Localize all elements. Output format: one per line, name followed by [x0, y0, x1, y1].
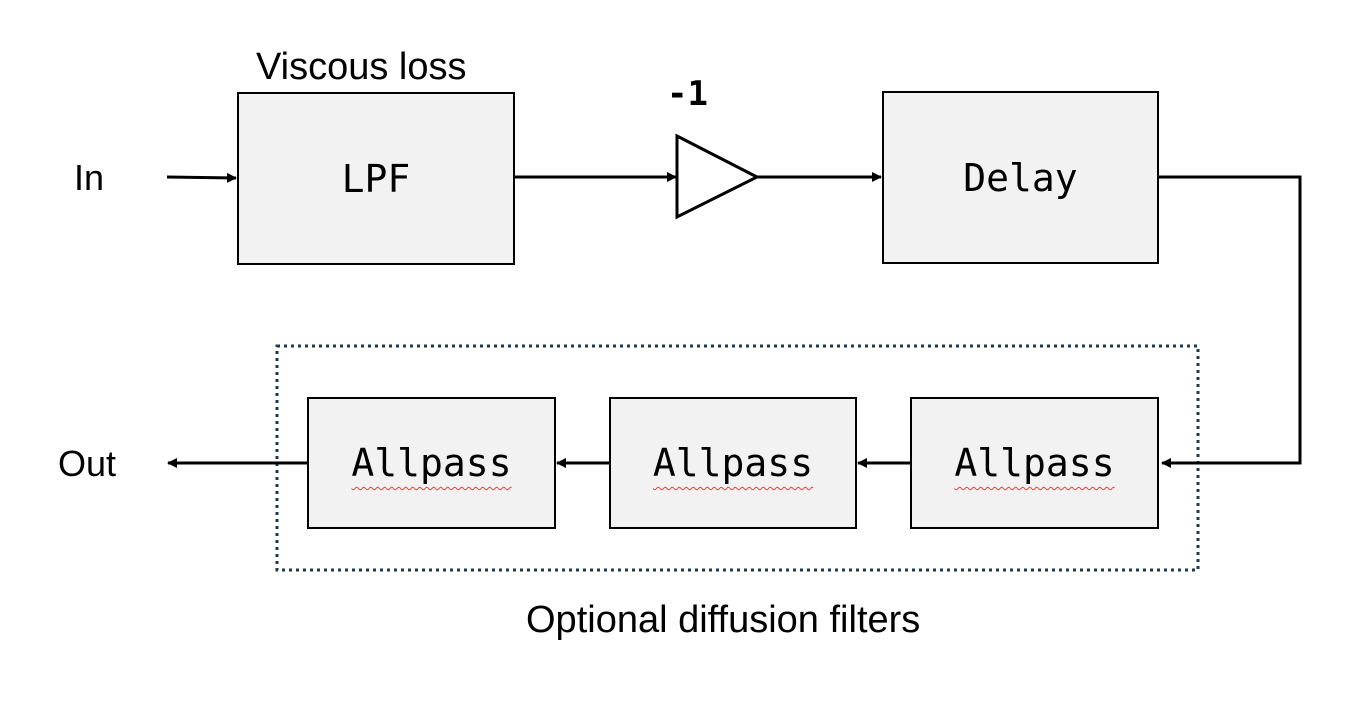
diffusion-group-caption: Optional diffusion filters — [526, 599, 921, 641]
arrow-in-to-lpf — [166, 172, 237, 183]
arrow-delay-to-allpass-3 — [1159, 175, 1302, 468]
lpf-block: LPF — [237, 92, 515, 265]
gain-label: -1 — [667, 74, 708, 114]
output-label: Out — [58, 443, 117, 484]
allpass-block-3-label: Allpass — [954, 441, 1115, 485]
allpass-block-2-label: Allpass — [652, 441, 814, 485]
lpf-block-label: LPF — [341, 156, 411, 201]
allpass-block-2: Allpass — [609, 397, 857, 529]
viscous-loss-label: Viscous loss — [256, 46, 467, 88]
delay-block-label: Delay — [963, 155, 1078, 200]
delay-block: Delay — [882, 91, 1159, 264]
diffusion-group-border — [275, 344, 1200, 572]
input-label: In — [74, 157, 105, 198]
gain-amplifier-triangle — [675, 133, 761, 220]
allpass-block-1-label: Allpass — [351, 441, 512, 485]
allpass-block-3: Allpass — [910, 397, 1159, 529]
allpass-block-1: Allpass — [307, 397, 556, 529]
